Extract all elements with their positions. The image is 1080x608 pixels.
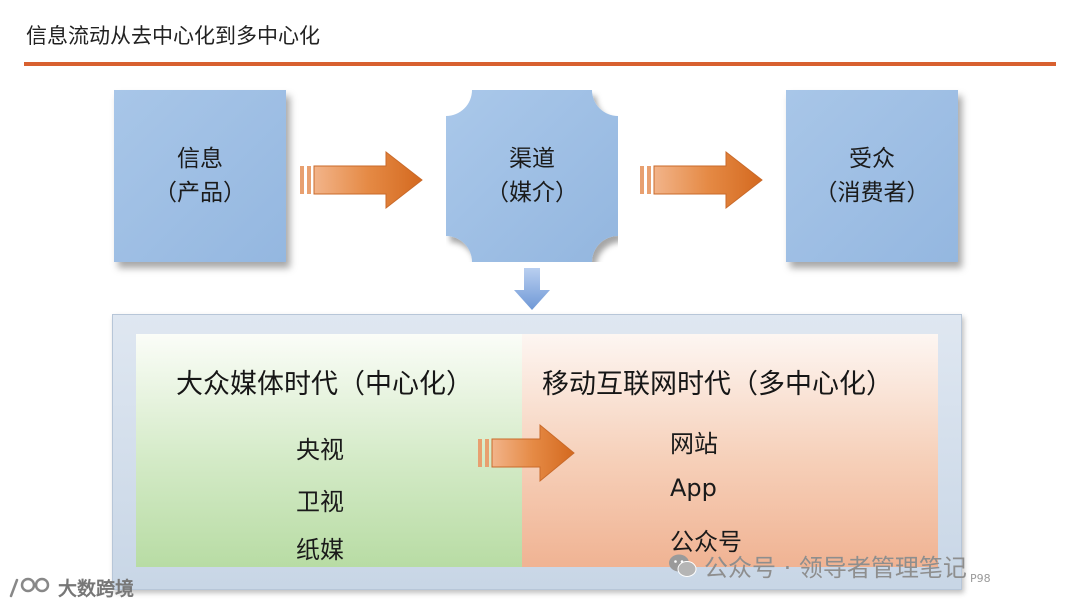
arrow-down-icon [514, 268, 550, 310]
watermark-text: 公众号 · 领导者管理笔记 [704, 554, 967, 582]
node-audience-label: 受众 [849, 146, 895, 172]
notched-box-shape [446, 90, 618, 262]
arrow-right-icon [478, 423, 575, 483]
node-audience-sublabel: （消费者） [814, 180, 930, 206]
arrow-right-icon [300, 150, 423, 210]
logo-icon [9, 577, 50, 597]
page-number: P98 [970, 572, 991, 585]
corner-logo: 大数跨境 [8, 574, 134, 601]
mass-media-title: 大众媒体时代（中心化） [176, 369, 473, 400]
mobile-internet-section [522, 334, 938, 567]
list-item: 纸媒 [296, 536, 344, 564]
node-channel-media: 渠道 （媒介） [446, 90, 618, 262]
mobile-internet-title: 移动互联网时代（多中心化） [542, 369, 893, 400]
node-info-sublabel: （产品） [154, 180, 246, 206]
wechat-icon [669, 554, 697, 577]
node-audience-consumer: 受众 （消费者） [786, 90, 958, 262]
list-item: 卫视 [296, 488, 344, 516]
list-item: 网站 [670, 430, 718, 458]
mass-media-section [136, 334, 522, 567]
list-item: App [670, 474, 717, 502]
page-title: 信息流动从去中心化到多中心化 [26, 24, 320, 48]
node-info-product: 信息 （产品） [114, 90, 286, 262]
list-item: 公众号 [670, 528, 742, 556]
node-channel-sublabel: （媒介） [486, 180, 578, 206]
list-item: 央视 [296, 436, 344, 464]
arrow-right-icon [640, 150, 763, 210]
corner-logo-text: 大数跨境 [58, 578, 135, 600]
node-info-label: 信息 [177, 146, 223, 172]
node-channel-label: 渠道 [509, 146, 555, 172]
wechat-watermark: 公众号 · 领导者管理笔记 [668, 548, 967, 583]
title-divider [24, 62, 1056, 66]
